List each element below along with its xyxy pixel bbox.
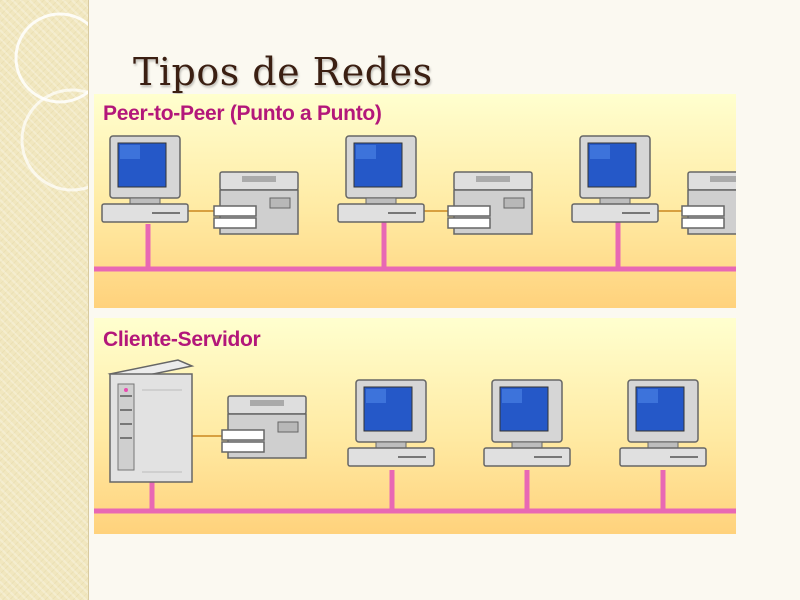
computer-icon [483,379,571,467]
cliente-servidor-diagram [94,359,736,514]
computer-icon [347,379,435,467]
computer-icon [337,135,425,223]
ring-decoration-icon [14,12,88,192]
slide-title: Tipos de Redes [133,50,433,94]
panel-label-cliente-servidor: Cliente-Servidor [103,328,261,351]
server-tower-icon [107,359,195,483]
printer-icon [447,171,533,235]
computer-icon [619,379,707,467]
panel-peer-to-peer: Peer-to-Peer (Punto a Punto) [94,94,736,308]
printer-icon [213,171,299,235]
computer-icon [101,135,189,223]
computer-icon [571,135,659,223]
printer-icon [221,395,307,459]
side-decoration [0,0,89,600]
panel-cliente-servidor: Cliente-Servidor [94,318,736,534]
printer-icon [681,171,736,235]
panel-label-peer-to-peer: Peer-to-Peer (Punto a Punto) [103,102,382,125]
peer-to-peer-diagram [94,135,736,272]
